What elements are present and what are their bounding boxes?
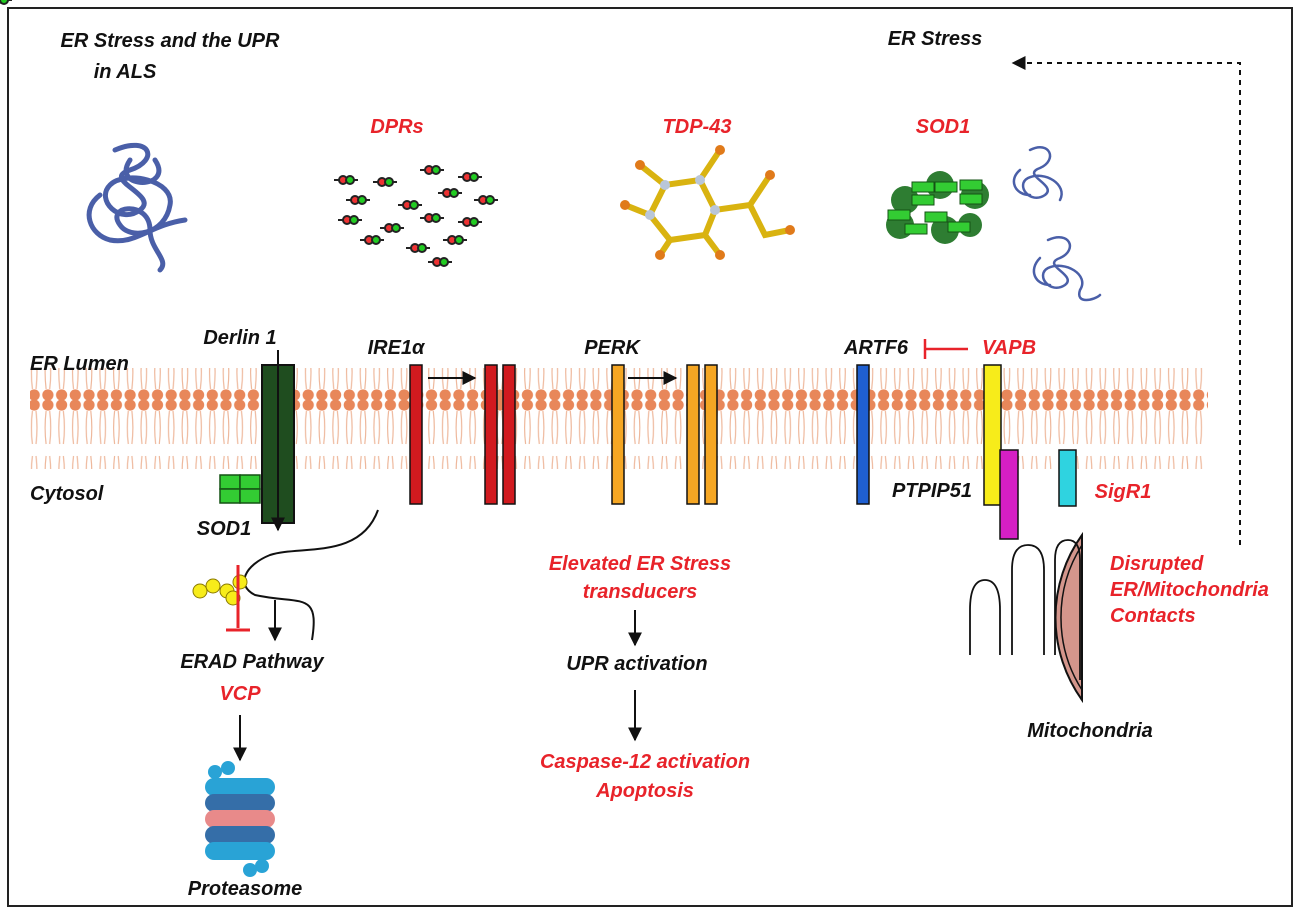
er-lumen-label: ER Lumen [30, 353, 129, 375]
tdp43-label: TDP-43 [663, 116, 732, 138]
title-line-2: in ALS [94, 61, 157, 83]
perk-monomer [611, 364, 625, 505]
misfolded-protein-icon [86, 142, 188, 273]
ire1-monomer [409, 364, 423, 505]
ire1-dimer-a [484, 364, 498, 505]
ptpip51-protein [999, 449, 1019, 540]
sigr1-protein [1058, 449, 1077, 507]
perk-dimer-b [704, 364, 718, 505]
artf6-label: ARTF6 [843, 337, 909, 359]
sod1-cytosol-icon [219, 474, 261, 504]
title-line-1: ER Stress and the UPR [61, 30, 281, 52]
cytosol-label: Cytosol [30, 483, 104, 505]
vapb-label: VAPB [982, 337, 1036, 359]
perk-dimer-a [686, 364, 700, 505]
misfolded-protein-icon [1012, 146, 1102, 302]
erad-pathway-label: ERAD Pathway [180, 651, 324, 673]
artf6-protein [856, 364, 870, 505]
vapb-protein [983, 364, 1002, 506]
apoptosis-label: Apoptosis [595, 780, 694, 802]
sod1-aggregate-icon [886, 171, 989, 244]
proteasome-icon [205, 761, 275, 877]
ire1-label: IRE1α [368, 337, 426, 359]
mitochondria-icon [969, 531, 1083, 704]
proteasome-label: Proteasome [188, 878, 303, 900]
misfolded-chain [243, 509, 379, 641]
vcp-label: VCP [219, 683, 261, 705]
sod1-cytosol-label: SOD1 [197, 518, 251, 540]
upr-activation-label: UPR activation [566, 653, 707, 675]
dprs-label: DPRs [370, 116, 423, 138]
elevated-label-1: Elevated ER Stress [549, 553, 731, 575]
er-stress-label: ER Stress [888, 28, 983, 50]
dprs-icon [0, 0, 499, 267]
feedback-dashed-arrow [1011, 56, 1241, 545]
sod1-top-label: SOD1 [916, 116, 970, 138]
perk-label: PERK [584, 337, 641, 359]
ptpip51-label: PTPIP51 [892, 480, 972, 502]
disrupted-label-2: ER/Mitochondria [1110, 579, 1269, 601]
mitochondria-label: Mitochondria [1027, 720, 1153, 742]
tdp43-icon [620, 145, 795, 260]
ire1-dimer-b [502, 364, 516, 505]
disrupted-label-3: Contacts [1110, 605, 1196, 627]
elevated-label-2: transducers [583, 581, 698, 603]
caspase-label: Caspase-12 activation [540, 751, 750, 773]
disrupted-label-1: Disrupted [1110, 553, 1204, 575]
sigr1-label: SigR1 [1095, 481, 1152, 503]
derlin-label: Derlin 1 [203, 327, 276, 349]
